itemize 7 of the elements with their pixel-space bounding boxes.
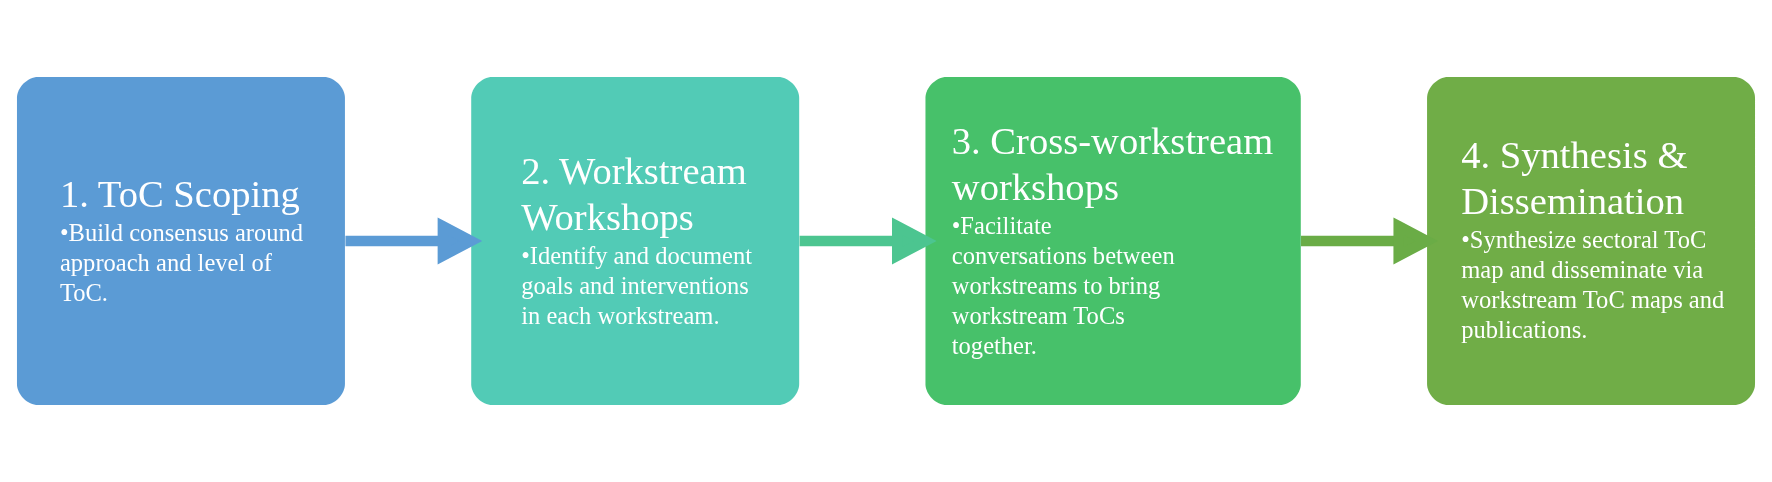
- node-box: 2. Workstream Workshops •Identify and document goals and interventions in each workstream.: [471, 77, 800, 405]
- node-box: 3. Cross-workstream workshops •Facilitate conversations between workstreams to bring workstream ToCs together.: [925, 77, 1301, 405]
- arrow: [799, 217, 937, 265]
- arrow: [345, 217, 483, 265]
- node-box: 1. ToC Scoping •Build consensus around approach and level of ToC.: [16, 77, 345, 405]
- node-box: 4. Synthesis & Dissemination •Synthesize sectoral ToC map and disseminate via workstream ToC maps and publications.: [1427, 77, 1756, 405]
- arrow: [1301, 217, 1439, 265]
